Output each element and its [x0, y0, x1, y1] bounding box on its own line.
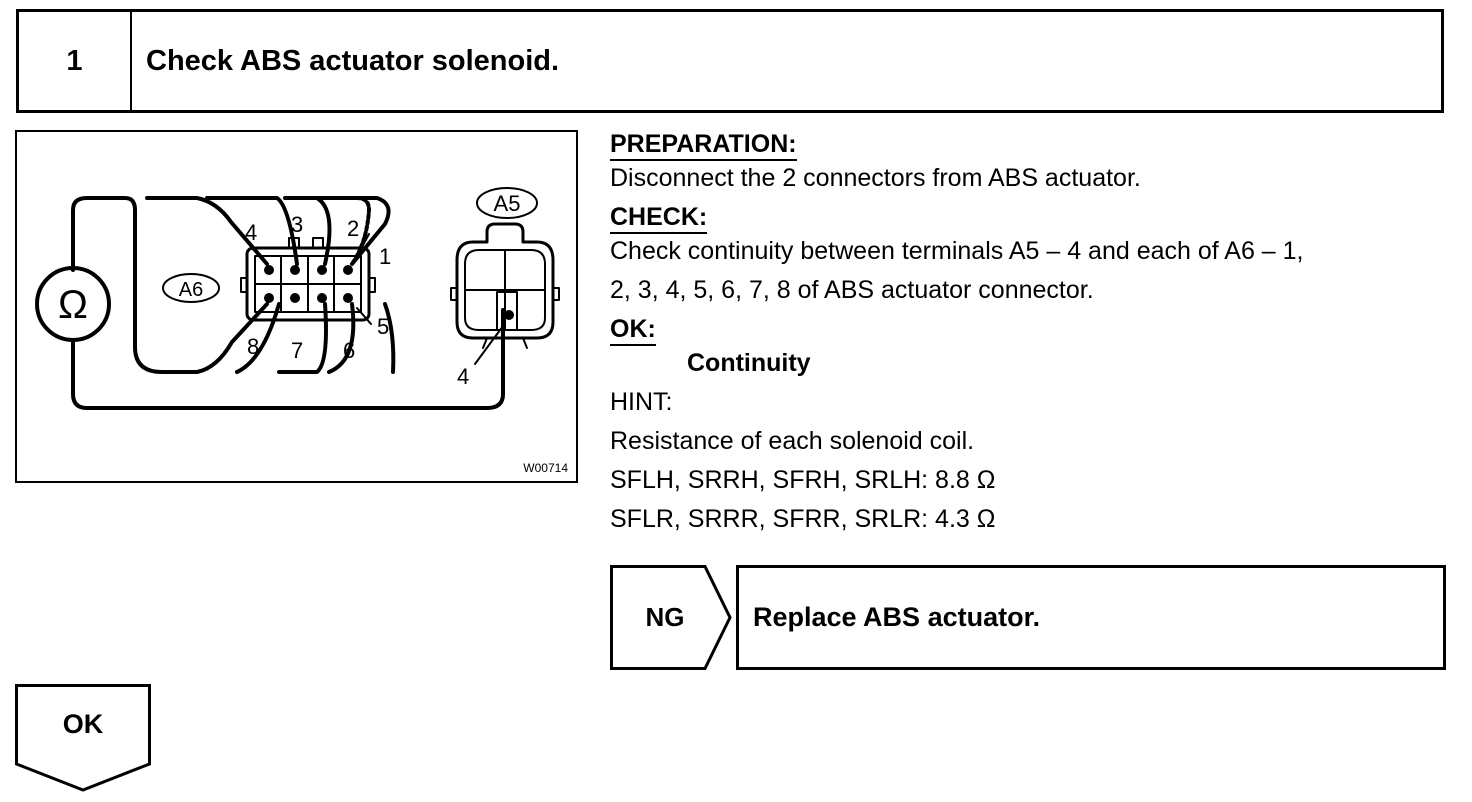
check-text-line2: 2, 3, 4, 5, 6, 7, 8 of ABS actuator conn…	[610, 276, 1094, 304]
ng-branch: NG Replace ABS actuator.	[610, 565, 1446, 670]
figure-code: W00714	[523, 461, 568, 475]
ok-branch: OK	[15, 684, 151, 792]
diagram-drawing	[35, 187, 560, 410]
hint-line1: Resistance of each solenoid coil.	[610, 427, 975, 455]
a6-pin-4: 4	[245, 220, 257, 245]
preparation-text: Disconnect the 2 connectors from ABS act…	[610, 164, 1141, 192]
ok-arrow-shape	[15, 684, 151, 792]
a6-pin-2: 2	[347, 216, 359, 241]
step-title: Check ABS actuator solenoid.	[146, 44, 560, 77]
a6-pin-3: 3	[291, 212, 303, 237]
ohm-symbol: Ω	[58, 283, 88, 327]
hint-heading: HINT:	[610, 388, 673, 416]
a6-pin-1: 1	[379, 244, 391, 269]
ng-arrow-shape	[610, 565, 732, 670]
a5-pin-4: 4	[457, 364, 469, 389]
a6-pin-6: 6	[343, 338, 355, 363]
ok-value: Continuity	[687, 349, 811, 377]
diagram-labels: Ω A6 A5 1 2 3 4 5 6 7 8 4	[58, 191, 521, 389]
a5-tag: A5	[494, 191, 521, 216]
check-heading: CHECK:	[610, 202, 708, 234]
step-header: 1 Check ABS actuator solenoid.	[16, 9, 1444, 113]
ok-heading: OK:	[610, 314, 656, 346]
a6-pin-8: 8	[247, 334, 259, 359]
a6-pin-5: 5	[377, 314, 389, 339]
procedure-text: PREPARATION: Disconnect the 2 connectors…	[610, 125, 1460, 539]
step-number: 1	[19, 12, 132, 110]
hint-line2: SFLH, SRRH, SFRH, SRLH: 8.8 Ω	[610, 466, 996, 494]
ng-action: Replace ABS actuator.	[736, 565, 1446, 670]
hint-line3: SFLR, SRRR, SFRR, SRLR: 4.3 Ω	[610, 505, 996, 533]
connector-diagram: Ω A6 A5 1 2 3 4 5 6 7 8 4 W00714	[15, 130, 578, 483]
a6-pin-7: 7	[291, 338, 303, 363]
ng-label: NG	[645, 602, 685, 632]
check-text-line1: Check continuity between terminals A5 – …	[610, 237, 1304, 265]
ok-label: OK	[62, 708, 104, 739]
a6-tag: A6	[179, 279, 203, 301]
preparation-heading: PREPARATION:	[610, 129, 797, 161]
